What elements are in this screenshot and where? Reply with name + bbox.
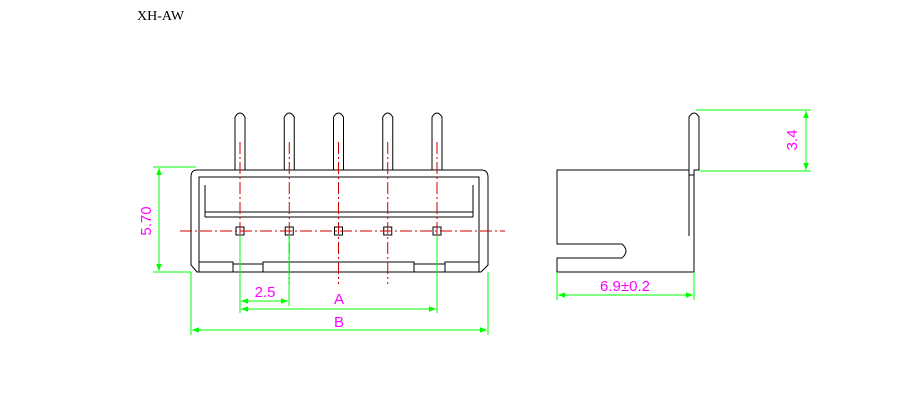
- side-view: [556, 112, 700, 273]
- side-dimensions: [556, 109, 811, 300]
- pin-3: [333, 112, 344, 170]
- depth-dim-label: 6.9±0.2: [600, 278, 650, 295]
- pin-height-dim-label: 3.4: [784, 130, 801, 151]
- pitch-dim-label: 2.5: [255, 284, 276, 301]
- front-dimensions: [153, 166, 489, 335]
- span-b-label: B: [334, 314, 344, 331]
- pin-1: [234, 112, 246, 170]
- span-a-label: A: [334, 291, 344, 308]
- side-housing-outline: [556, 112, 700, 273]
- housing-outline: [190, 169, 489, 273]
- pin-2: [283, 112, 295, 170]
- front-pins: [234, 112, 443, 284]
- height-dim-label: 5.70: [138, 206, 155, 235]
- pin-5: [431, 112, 443, 170]
- pin-4: [382, 112, 394, 170]
- part-title: XH-AW: [137, 9, 185, 24]
- front-view: [190, 169, 489, 273]
